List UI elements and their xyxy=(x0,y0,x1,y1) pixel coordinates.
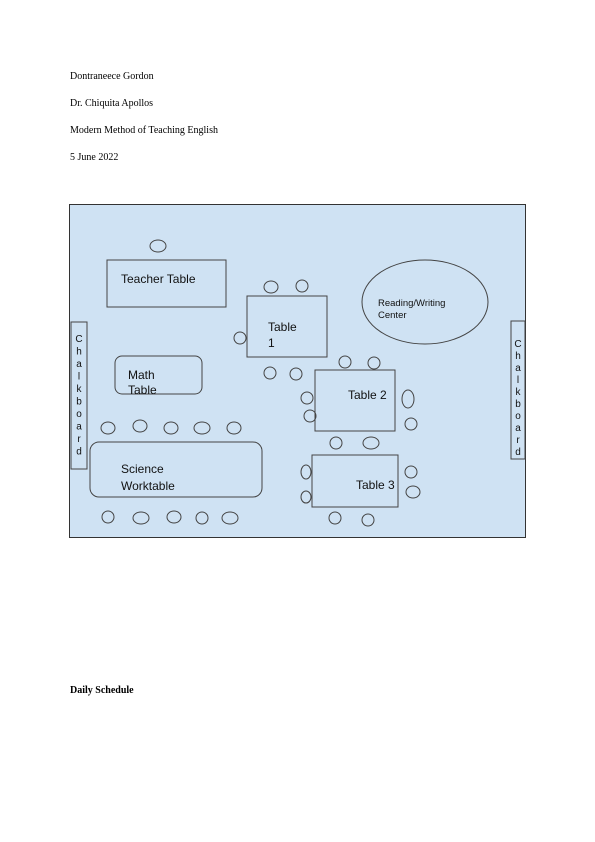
chair xyxy=(263,366,277,380)
chalkboard-left-letter: d xyxy=(76,447,82,458)
chalkboard-right-letter: h xyxy=(515,351,521,362)
teacher-table-label: Teacher Table xyxy=(121,272,196,286)
chair xyxy=(149,239,167,253)
chair xyxy=(300,391,314,405)
reading-center-label-line1: Reading/Writing xyxy=(378,298,445,309)
chalkboard-left-letter: o xyxy=(76,409,82,420)
chair xyxy=(226,421,242,435)
math-table xyxy=(114,355,203,395)
math-table-label-line2: Table xyxy=(128,383,157,397)
chair xyxy=(300,464,312,480)
chalkboard-left-letter: a xyxy=(76,359,82,370)
chair xyxy=(295,279,309,293)
table-3 xyxy=(311,454,399,508)
table-1 xyxy=(246,295,328,358)
table-2-label: Table 2 xyxy=(348,388,387,402)
chalkboard-left-letter: a xyxy=(76,422,82,433)
chair xyxy=(263,280,279,294)
chalkboard-right-letter: d xyxy=(515,447,521,458)
document-date: 5 June 2022 xyxy=(70,152,119,163)
chalkboard-right-letter: a xyxy=(515,423,521,434)
chair xyxy=(233,331,247,345)
chalkboard-right-letter: l xyxy=(517,375,519,386)
math-table-label-line1: Math xyxy=(128,368,155,382)
science-worktable xyxy=(89,441,263,498)
student-name: Dontraneece Gordon xyxy=(70,71,154,82)
chair xyxy=(101,510,115,524)
chair xyxy=(405,485,421,499)
chair xyxy=(132,511,150,525)
chair xyxy=(338,355,352,369)
reading-writing-center xyxy=(361,259,489,345)
table-3-label: Table 3 xyxy=(356,478,395,492)
chalkboard-left-letter: k xyxy=(77,384,83,395)
teacher-table xyxy=(106,259,227,308)
chalkboard-right-letter: o xyxy=(515,411,521,422)
table-1-label-line2: 1 xyxy=(268,336,275,350)
chair xyxy=(303,409,317,423)
table-2 xyxy=(314,369,396,432)
science-worktable-label-line1: Science xyxy=(121,462,164,476)
chair xyxy=(195,511,209,525)
reading-center-label-line2: Center xyxy=(378,310,407,321)
chair xyxy=(100,421,116,435)
chair xyxy=(300,490,312,504)
course-title: Modern Method of Teaching English xyxy=(70,125,218,136)
chalkboard-right-letter: k xyxy=(516,387,522,398)
instructor-name: Dr. Chiquita Apollos xyxy=(70,98,154,109)
chalkboard-left-letter: r xyxy=(77,434,81,445)
chair xyxy=(328,511,342,525)
chalkboard-left-letter: C xyxy=(75,334,82,345)
chalkboard-right-letter: r xyxy=(516,435,520,446)
chair xyxy=(329,436,343,450)
daily-schedule-heading: Daily Schedule xyxy=(70,685,134,696)
chair xyxy=(401,389,415,409)
classroom-map: Teacher Table Table 1 Reading/Writing Ce… xyxy=(69,204,526,538)
chalkboard-right-letter: a xyxy=(515,363,521,374)
chalkboard-right-letter: b xyxy=(515,399,521,410)
chalkboard-left-letter: h xyxy=(76,347,82,358)
chair xyxy=(166,510,182,524)
chalkboard-left-letter: l xyxy=(78,372,80,383)
chair xyxy=(404,417,418,431)
chair xyxy=(404,465,418,479)
chair xyxy=(362,436,380,450)
science-worktable-label-line2: Worktable xyxy=(121,479,175,493)
chair xyxy=(367,356,381,370)
chair xyxy=(193,421,211,435)
chalkboard-right xyxy=(510,320,526,460)
chalkboard-left xyxy=(70,321,88,470)
chalkboard-right-letter: C xyxy=(514,339,521,350)
table-1-label-line1: Table xyxy=(268,320,297,334)
chalkboard-left-letter: b xyxy=(76,397,82,408)
chair xyxy=(221,511,239,525)
chair xyxy=(163,421,179,435)
chair xyxy=(361,513,375,527)
chair xyxy=(132,419,148,433)
chair xyxy=(289,367,303,381)
